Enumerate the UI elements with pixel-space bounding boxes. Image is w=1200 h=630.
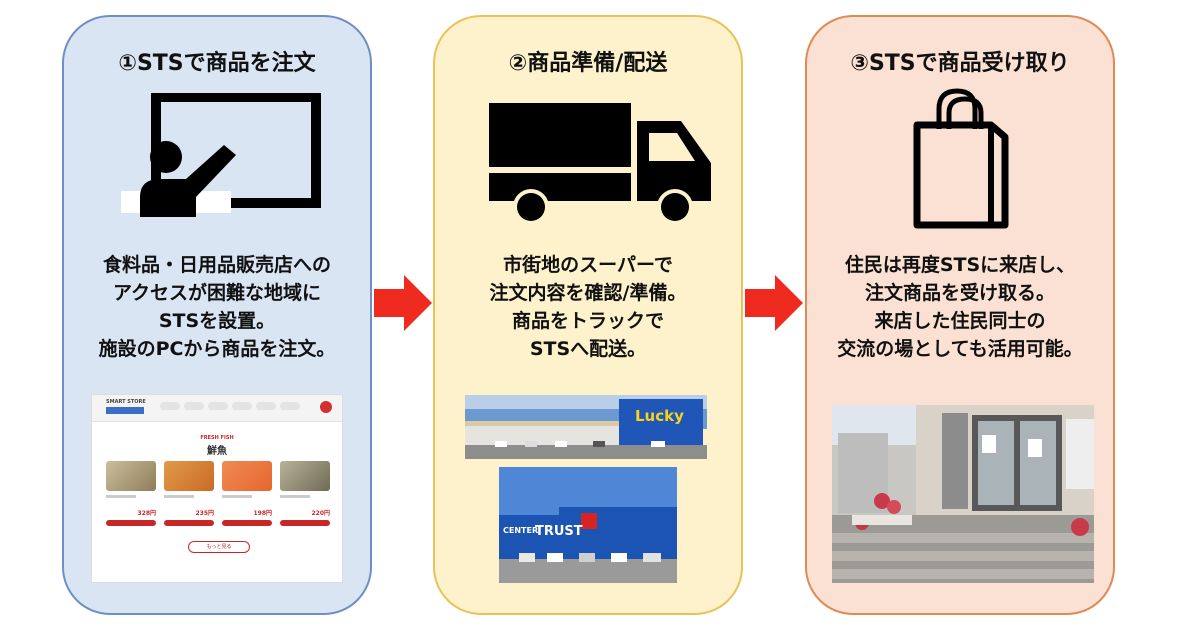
delivery-truck-icon [489, 103, 711, 225]
product-card: 235円 [164, 461, 214, 526]
step-2-description: 市街地のスーパーで 注文内容を確認/準備。 商品をトラックで STSへ配送。 [435, 251, 741, 363]
step-3-panel: ③STSで商品受け取り 住民は再度STSに来店し、 注文商品を受け取る。 来店し… [805, 15, 1115, 615]
trust-sign: TRUST [535, 524, 583, 539]
step-2-line-3: 商品をトラックで [511, 310, 664, 332]
product-price: 198円 [253, 510, 272, 517]
step-3-line-2: 注文商品を受け取る。 [864, 282, 1055, 304]
step-1-line-2: アクセスが困難な地域に [112, 282, 322, 304]
product-price: 220円 [311, 510, 330, 517]
product-card: 220円 [280, 461, 330, 526]
sts-entrance-photo [832, 405, 1094, 583]
step-2-line-1: 市街地のスーパーで [503, 254, 673, 276]
step-1-line-3: STSを設置。 [158, 310, 276, 332]
step-1-description: 食料品・日用品販売店への アクセスが困難な地域に STSを設置。 施設のPCから… [64, 251, 370, 363]
arrow-right-icon [374, 275, 432, 331]
step-1-line-4: 施設のPCから商品を注文。 [98, 338, 336, 360]
step-2-panel: ②商品準備/配送 市街地のスーパーで 注文内容を確認/準備。 商品をトラックで … [433, 15, 743, 615]
store-nav [160, 402, 300, 410]
product-price: 328円 [137, 510, 156, 517]
step-3-line-4: 交流の場としても活用可能。 [837, 338, 1083, 360]
supermarket-photo-1: Lucky [465, 395, 707, 459]
shopping-bag-icon [913, 88, 1009, 229]
product-price: 235円 [195, 510, 214, 517]
step-1-panel: ①STSで商品を注文 食料品・日用品販売店への アクセスが困難な地域に STSを… [62, 15, 372, 615]
step-2-title: ②商品準備/配送 [508, 51, 668, 76]
online-store-screenshot: SMART STORE FRESH FISH 鮮魚 328円 235円 1 [92, 395, 342, 582]
step-2-line-4: STSへ配送。 [529, 338, 647, 360]
cart-icon [320, 401, 332, 413]
lucky-sign: Lucky [635, 407, 684, 425]
presentation-board-icon [121, 93, 321, 217]
product-list: 328円 235円 198円 220円 [106, 461, 330, 526]
section-subtitle: FRESH FISH [200, 435, 234, 441]
supermarket-photo-2: CENTER TRUST [499, 467, 677, 583]
step-1-line-1: 食料品・日用品販売店への [102, 254, 331, 276]
step-2-line-2: 注文内容を確認/準備。 [489, 282, 687, 304]
store-logo: SMART STORE [106, 399, 146, 414]
step-3-line-3: 来店した住民同士の [874, 310, 1046, 332]
store-header: SMART STORE [92, 395, 342, 422]
product-card: 328円 [106, 461, 156, 526]
step-3-title: ③STSで商品受け取り [850, 51, 1070, 76]
center-sign: CENTER [503, 526, 538, 535]
section-title: 鮮魚 [207, 446, 227, 457]
step-3-description: 住民は再度STSに来店し、 注文商品を受け取る。 来店した住民同士の 交流の場と… [807, 251, 1113, 363]
product-card: 198円 [222, 461, 272, 526]
more-button: もっと見る [188, 541, 250, 553]
step-1-title: ①STSで商品を注文 [118, 51, 316, 76]
arrow-right-icon [745, 275, 803, 331]
step-3-line-1: 住民は再度STSに来店し、 [844, 254, 1076, 276]
